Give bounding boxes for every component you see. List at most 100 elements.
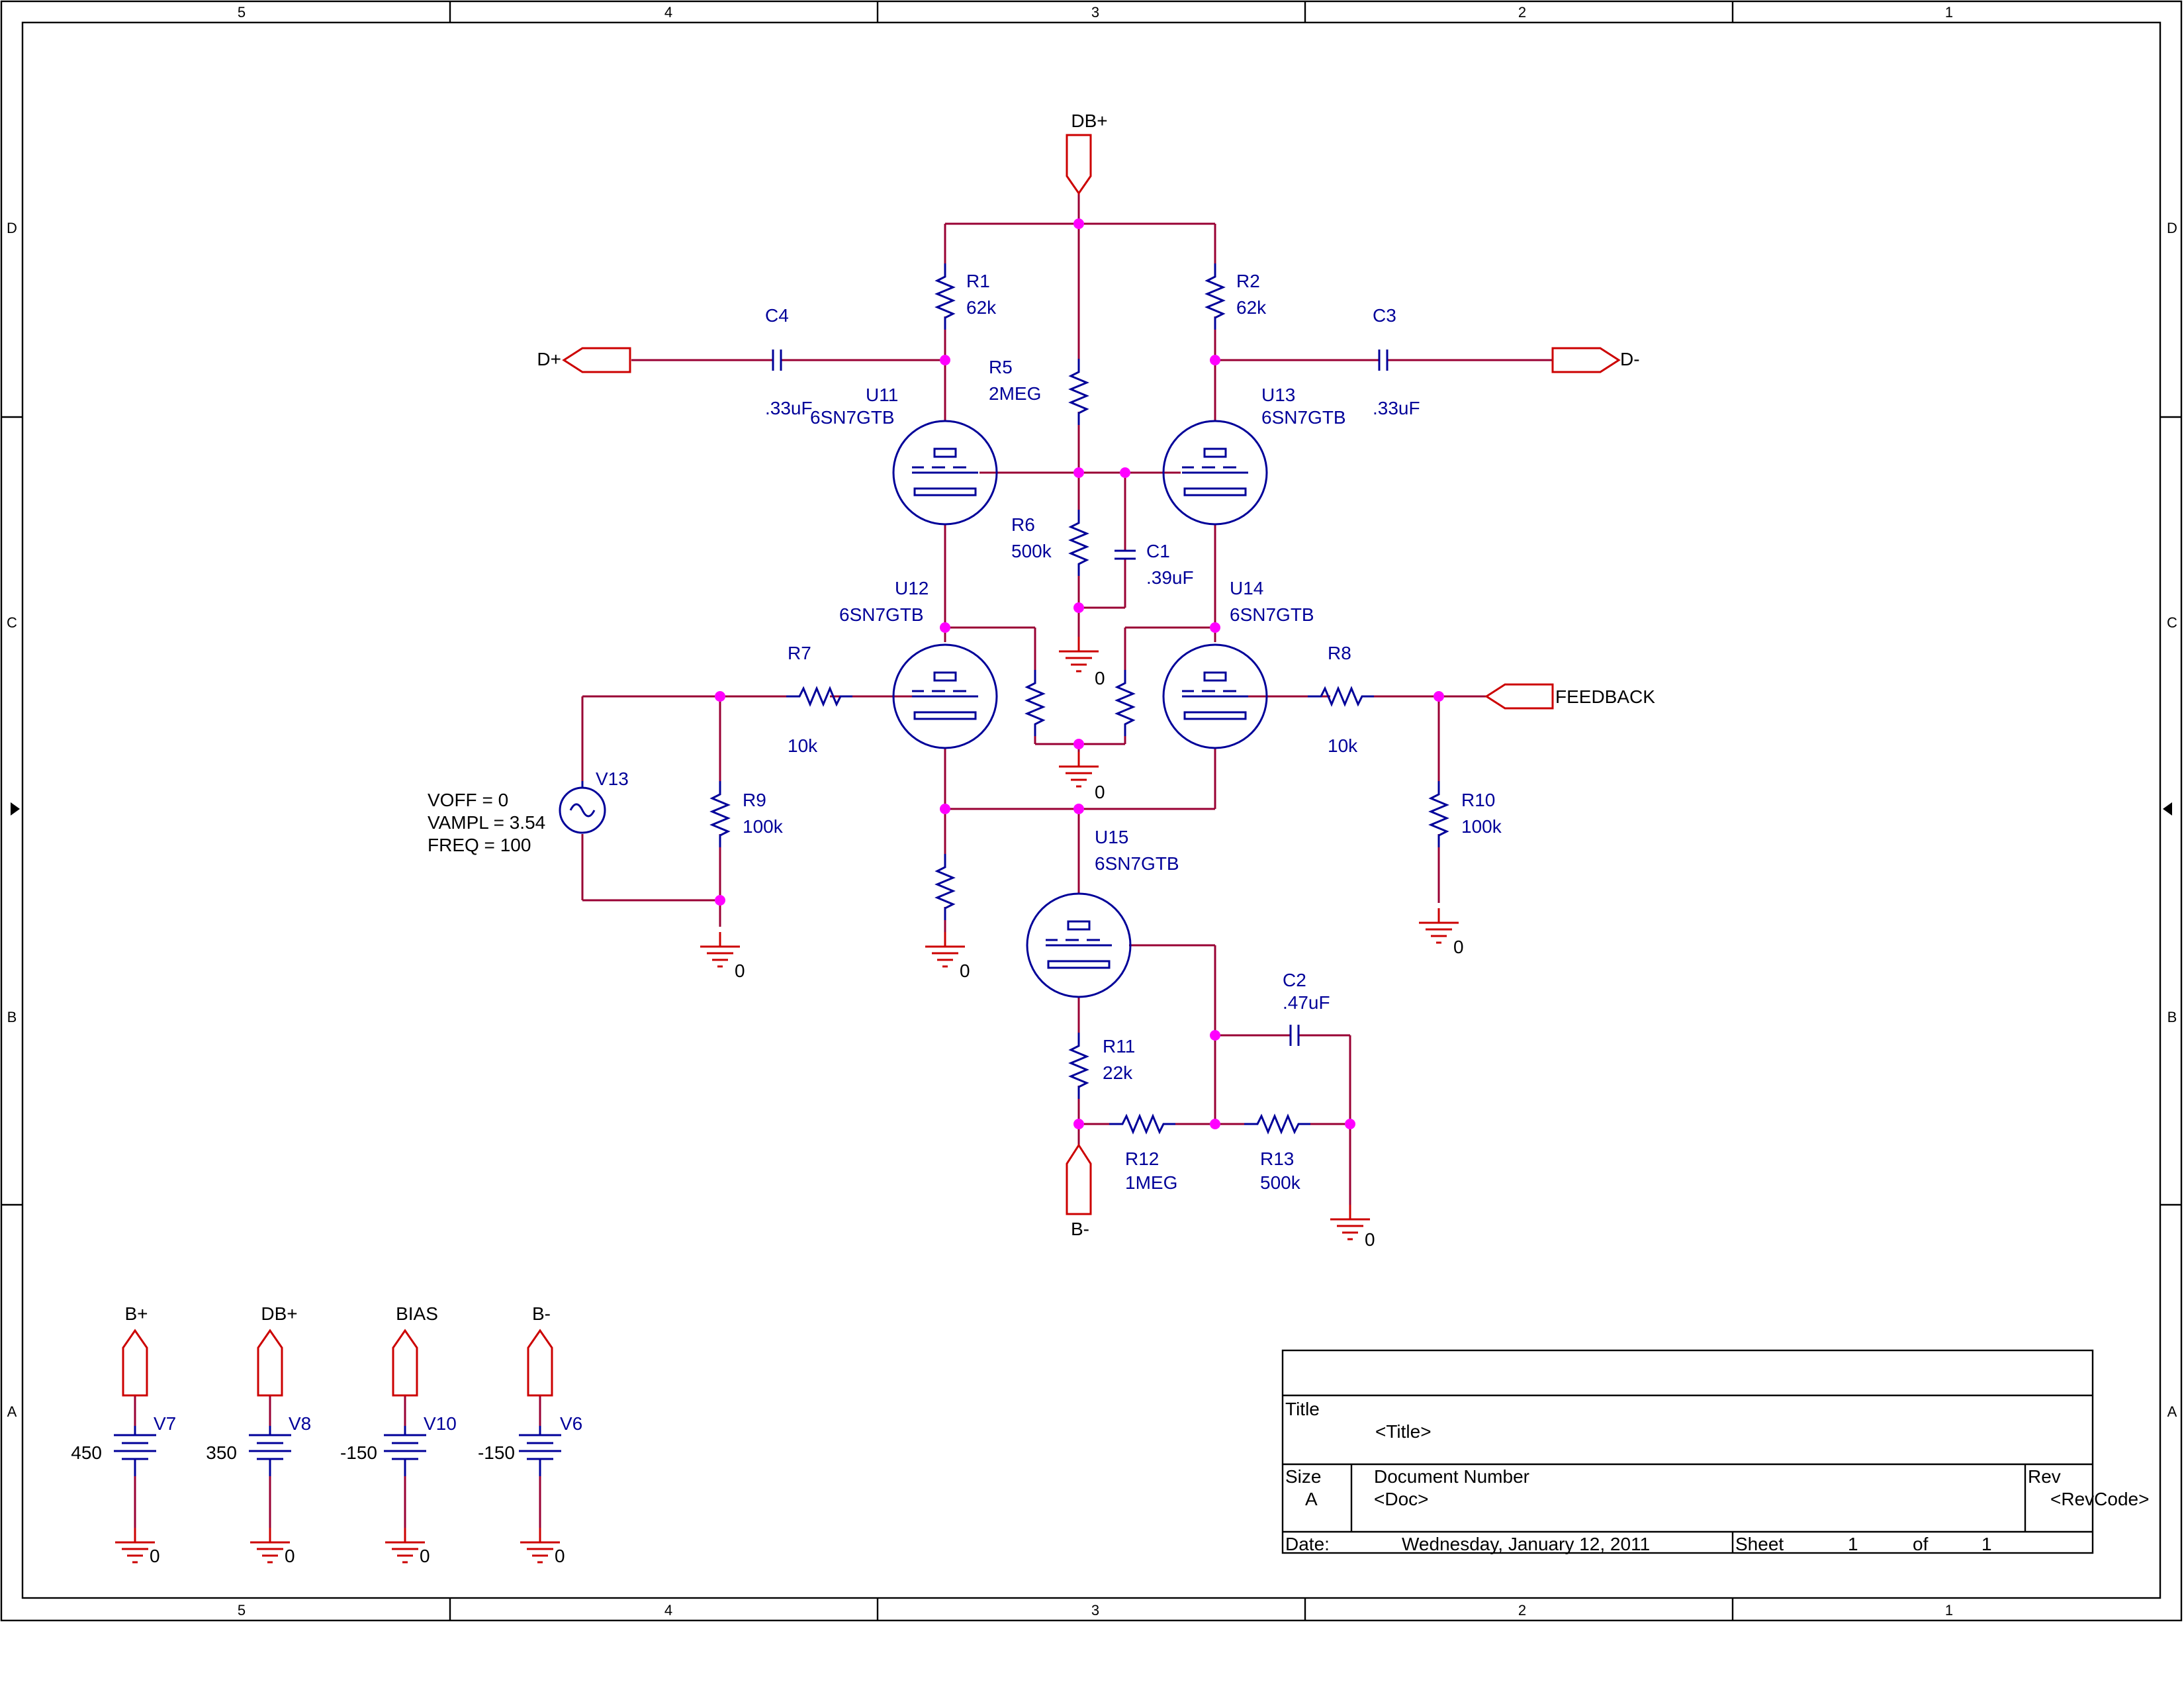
row-right-b: B	[2167, 1009, 2177, 1025]
r2-value: 62k	[1236, 297, 1267, 318]
junction-dot	[1073, 467, 1084, 478]
col-top-1: 1	[1945, 4, 1953, 21]
row-left-c: C	[7, 614, 17, 631]
c3-ref: C3	[1373, 305, 1396, 326]
supply-v8: DB+ V8 350	[206, 1303, 311, 1476]
junction-dot	[1210, 622, 1220, 633]
supply-v10-ref: V10	[424, 1413, 457, 1434]
resistor-tail	[936, 853, 954, 921]
ground-label: 0	[1095, 668, 1105, 688]
r10-value: 100k	[1461, 816, 1502, 837]
r9-value: 100k	[743, 816, 784, 837]
ground-label: 0	[150, 1546, 160, 1566]
supply-v8-port-label: DB+	[261, 1303, 297, 1324]
document-number-value: <Doc>	[1374, 1489, 1429, 1509]
document-number-label: Document Number	[1374, 1466, 1529, 1487]
ground-label: 0	[555, 1546, 565, 1566]
port-feedback-label: FEEDBACK	[1555, 686, 1655, 707]
supply-v7-value: 450	[71, 1442, 102, 1463]
ground-v10	[384, 1526, 426, 1564]
r11-ref: R11	[1103, 1036, 1135, 1056]
r12-ref: R12	[1125, 1149, 1159, 1169]
port-b-minus-label: B-	[1071, 1219, 1089, 1239]
v13-vampl: VAMPL = 3.54	[428, 812, 545, 833]
junction-dot	[1210, 355, 1220, 365]
resistor-r7	[785, 687, 854, 706]
capacitor-c2	[1289, 1023, 1300, 1047]
col-top-2: 2	[1518, 4, 1526, 21]
tube-u15	[1026, 892, 1132, 998]
rev-value: <RevCode>	[2050, 1489, 2149, 1509]
r9-ref: R9	[743, 790, 766, 810]
junction-dots	[715, 218, 1444, 1129]
c2-ref: C2	[1283, 970, 1306, 990]
resistor-r9	[711, 780, 729, 849]
ground-label: 0	[420, 1546, 430, 1566]
sine-source-v13	[559, 781, 606, 834]
ground-labels: 0 0 0 0 0 0 0 0 0 0	[150, 668, 1464, 1566]
resistor-r10	[1430, 780, 1448, 849]
capacitor-c3	[1378, 348, 1388, 372]
r8-value: 10k	[1328, 735, 1358, 756]
col-top-5: 5	[238, 4, 246, 21]
resistor-r1	[936, 262, 954, 331]
r10-ref: R10	[1461, 790, 1495, 810]
u11-value: 6SN7GTB	[810, 407, 895, 428]
drawing-frame	[0, 0, 2183, 1622]
junction-dot	[1345, 1119, 1355, 1129]
row-right-d: D	[2167, 220, 2177, 236]
r2-ref: R2	[1236, 271, 1260, 291]
row-left-a: A	[7, 1403, 17, 1420]
u15-ref: U15	[1095, 827, 1128, 847]
resistor-r13	[1243, 1115, 1312, 1133]
ground-label: 0	[1453, 937, 1464, 957]
junction-dot	[1210, 1119, 1220, 1129]
resistor-r5	[1069, 357, 1088, 426]
port-db-plus-top-label: DB+	[1071, 111, 1107, 131]
v13-ref: V13	[596, 769, 629, 789]
port-b-minus: B-	[1066, 1143, 1092, 1239]
battery-v10	[383, 1434, 428, 1460]
r5-ref: R5	[989, 357, 1013, 377]
port-feedback: FEEDBACK	[1484, 683, 1655, 710]
battery-v6	[518, 1434, 563, 1460]
u12-ref: U12	[895, 578, 929, 598]
v13-freq: FREQ = 100	[428, 835, 531, 855]
rev-label: Rev	[2028, 1466, 2061, 1487]
junction-dot	[715, 895, 725, 906]
r13-ref: R13	[1260, 1149, 1294, 1169]
supply-v10: BIAS V10 -150	[340, 1303, 457, 1476]
battery-v7	[113, 1434, 158, 1460]
wires	[134, 191, 1553, 1528]
resistor-cathode-left	[1026, 669, 1044, 737]
supply-v6-value: -150	[478, 1442, 515, 1463]
junction-dot	[940, 622, 950, 633]
port-d-minus: D-	[1551, 347, 1640, 373]
u13-value: 6SN7GTB	[1261, 407, 1346, 428]
supply-v8-ref: V8	[289, 1413, 311, 1434]
battery-v8	[248, 1434, 293, 1460]
junction-dot	[940, 804, 950, 814]
resistor-r6	[1069, 508, 1088, 577]
junction-dot	[1210, 1030, 1220, 1041]
of-value: 1	[1981, 1534, 1992, 1554]
port-d-plus: D+	[537, 347, 631, 373]
column-markers: 5 4 3 2 1 5 4 3 2 1	[238, 4, 1953, 1618]
r7-ref: R7	[788, 643, 811, 663]
r11-value: 22k	[1103, 1062, 1133, 1083]
size-value: A	[1305, 1489, 1318, 1509]
r8-ref: R8	[1328, 643, 1351, 663]
ground-label: 0	[735, 961, 745, 981]
capacitor-c4	[772, 348, 782, 372]
junction-dot	[1073, 739, 1084, 749]
col-bottom-1: 1	[1945, 1602, 1953, 1618]
supply-v6: B- V6 -150	[478, 1303, 582, 1476]
supply-v6-port-label: B-	[532, 1303, 551, 1324]
resistor-r8	[1306, 687, 1375, 706]
title-label: Title	[1285, 1399, 1320, 1419]
supply-v7-port-label: B+	[124, 1303, 148, 1324]
ground-label: 0	[285, 1546, 295, 1566]
col-top-3: 3	[1091, 4, 1099, 21]
r1-value: 62k	[966, 297, 997, 318]
